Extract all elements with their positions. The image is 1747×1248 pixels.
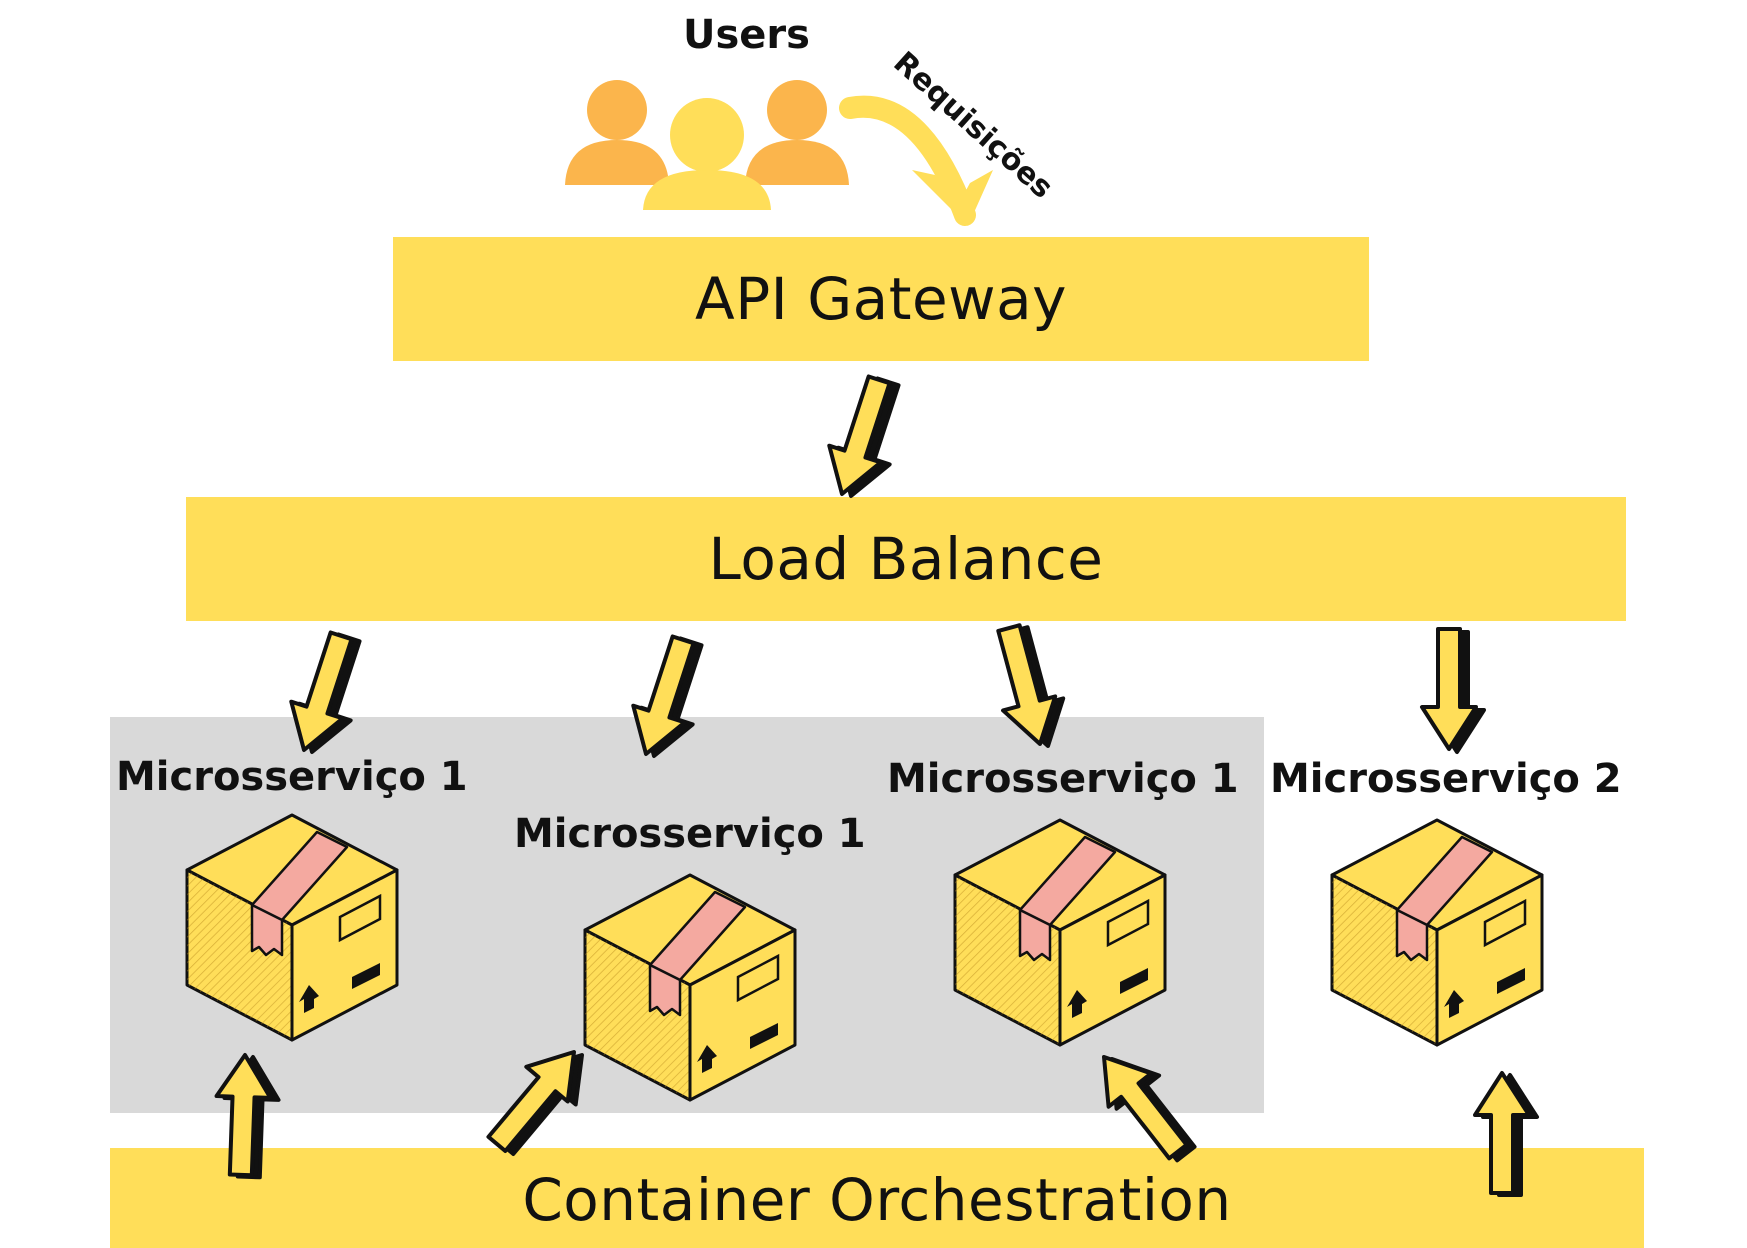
package-box-icon [185,813,399,1042]
users-label: Users [683,12,810,58]
balancer-to-ms4-arrow [1420,627,1486,754]
orchestration-to-ms3-arrow [1080,1038,1210,1173]
request-arrow [839,95,993,226]
load-balance-label: Load Balance [708,525,1104,593]
microservice-label-4: Microsserviço 2 [1270,756,1622,802]
package-box-icon [583,873,797,1102]
package-box-icon [953,818,1167,1047]
load-balance-layer: Load Balance [186,497,1626,621]
microservice-label-2: Microsserviço 1 [514,811,866,857]
package-box-icon [1330,818,1544,1047]
api-gateway-label: API Gateway [695,265,1067,333]
container-orchestration-label: Container Orchestration [522,1166,1232,1234]
microservice-label-1: Microsserviço 1 [116,754,468,800]
balancer-to-ms3-arrow [980,619,1077,755]
balancer-to-ms2-arrow [618,629,719,767]
microservice-label-3: Microsserviço 1 [887,756,1239,802]
container-orchestration-layer: Container Orchestration [110,1148,1644,1248]
api-gateway-layer: API Gateway [393,237,1369,361]
orchestration-to-ms2-arrow [474,1032,605,1167]
users-group-icon [565,80,849,210]
orchestration-to-ms4-arrow [1473,1071,1539,1197]
orchestration-to-ms1-arrow [214,1054,280,1178]
gateway-to-balancer-arrow [814,369,916,507]
balancer-to-ms1-arrow [276,625,377,763]
